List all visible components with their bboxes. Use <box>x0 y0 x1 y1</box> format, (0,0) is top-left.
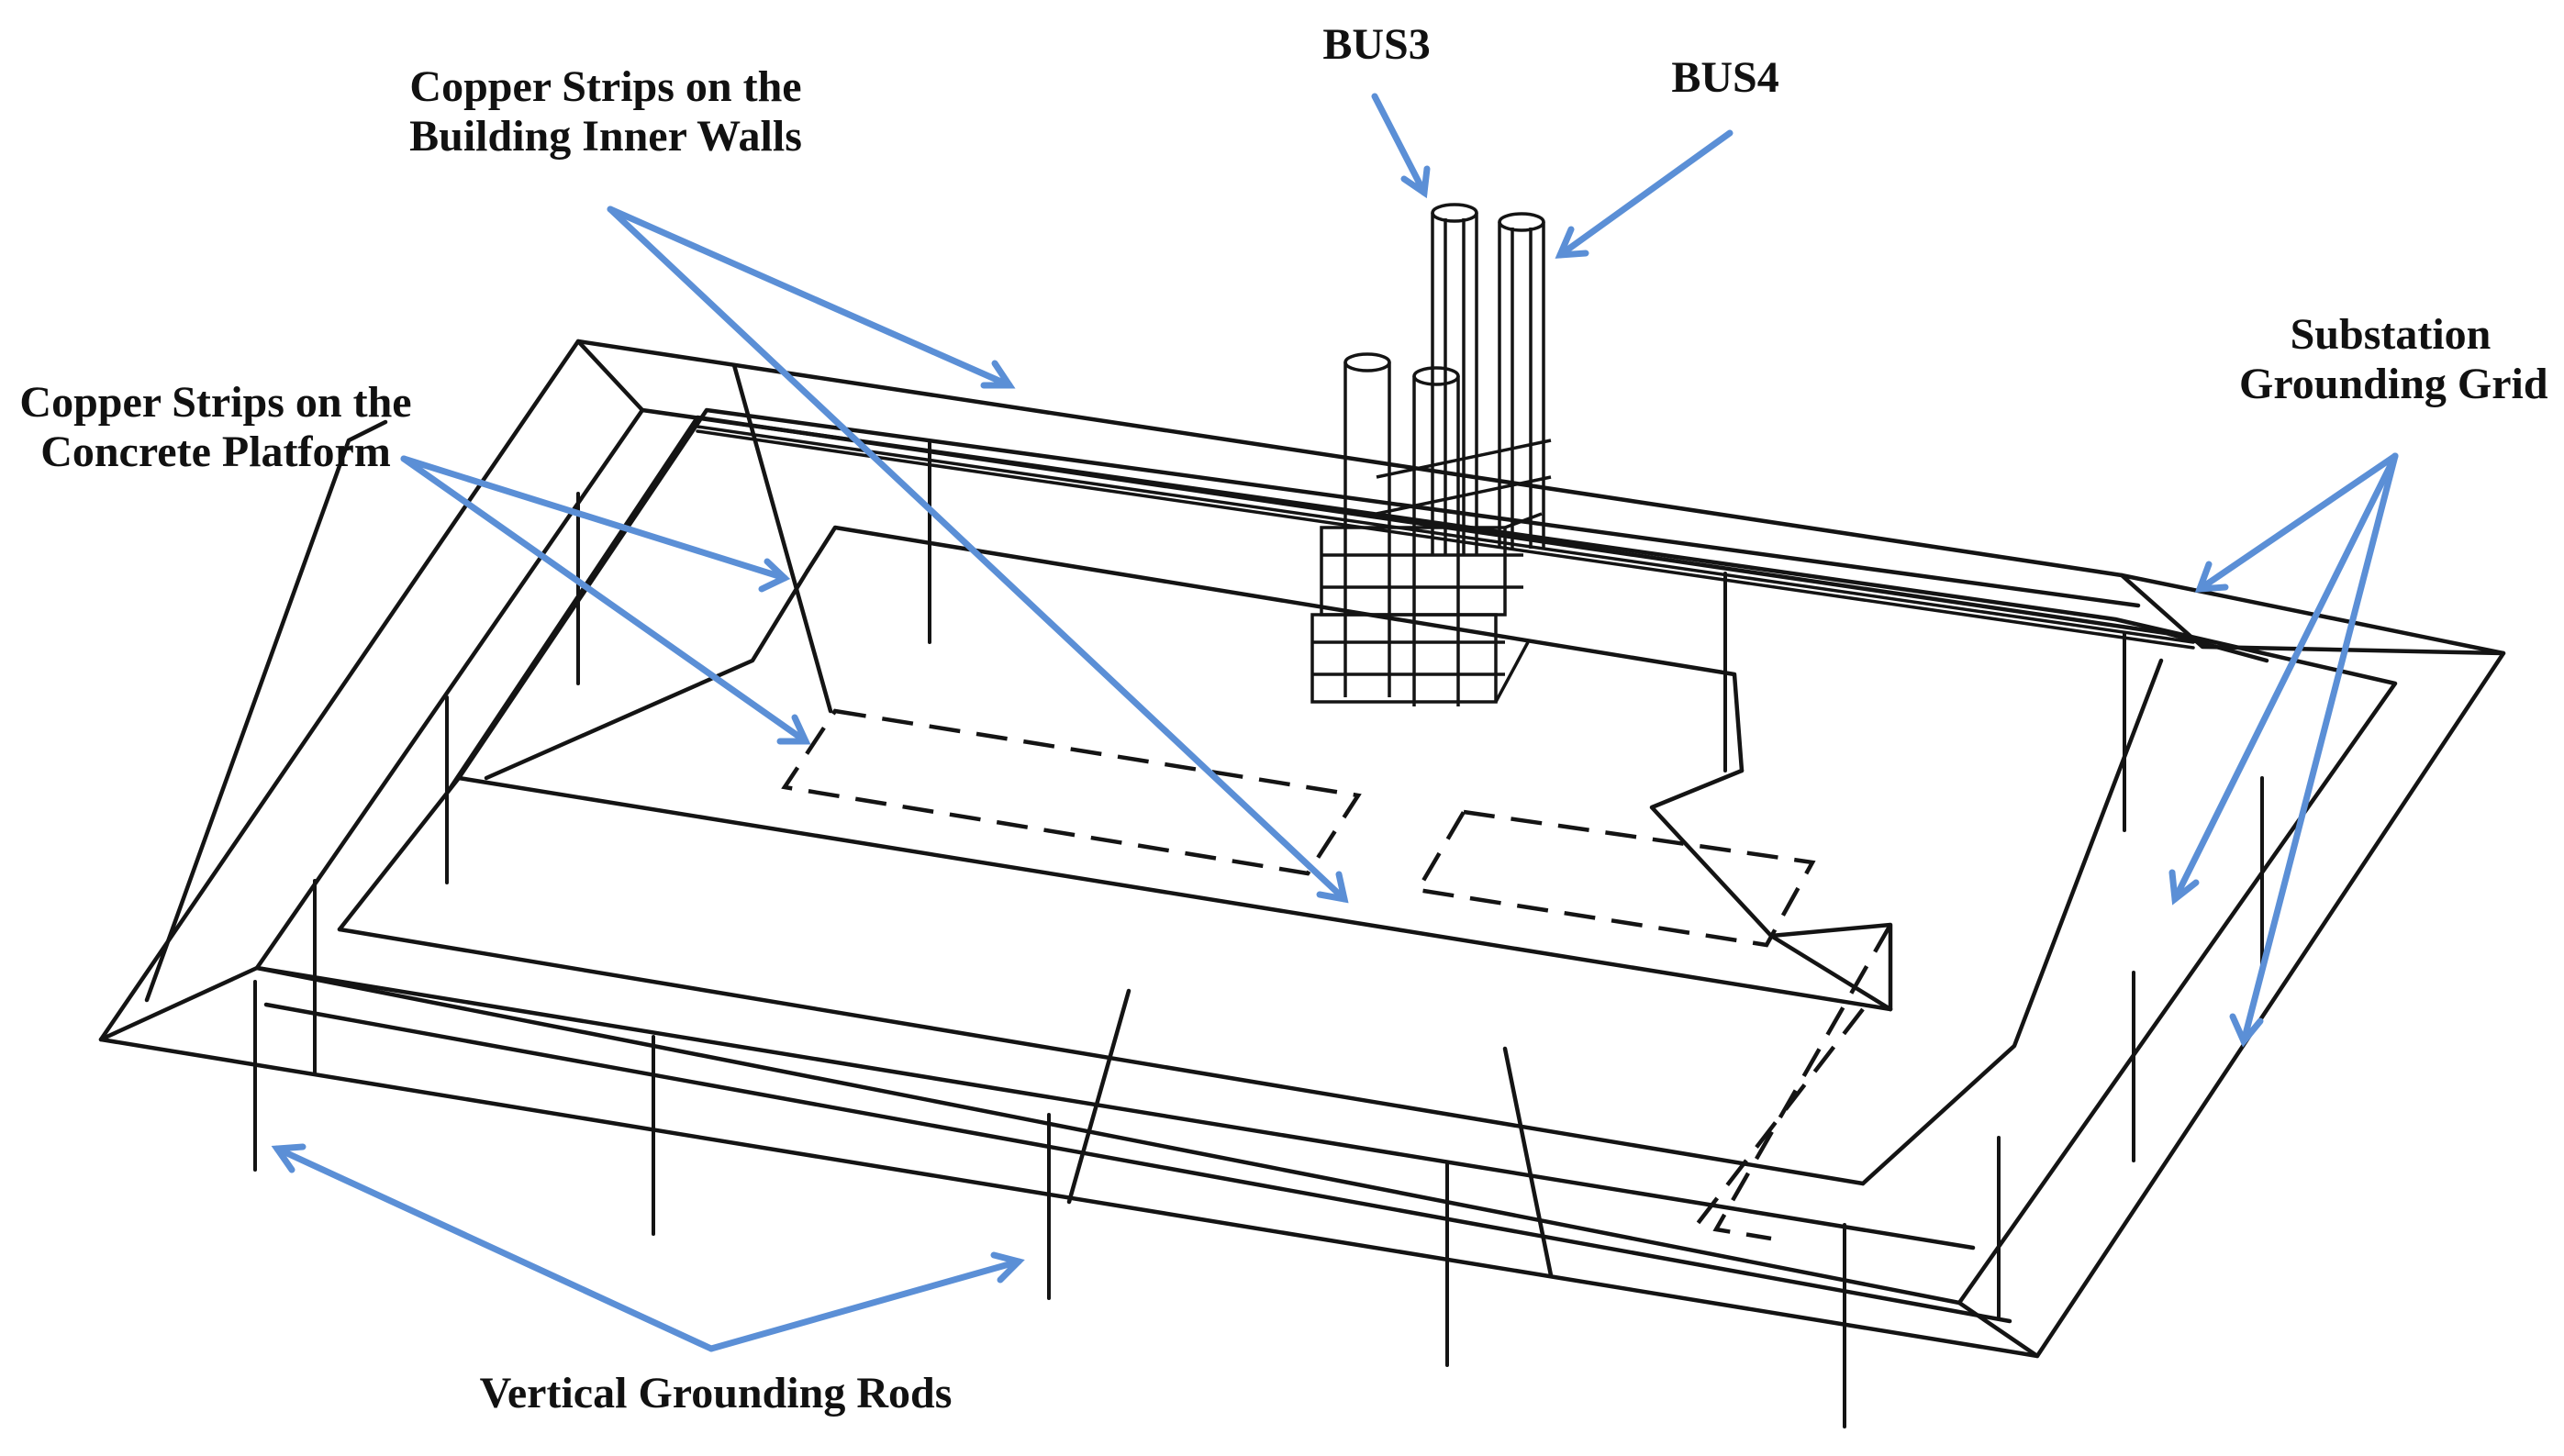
platform-label-line1: Copper Strips on the <box>19 378 412 427</box>
arrow-grid-middle <box>2168 452 2399 906</box>
arrow-rods-right <box>708 1251 1025 1352</box>
platform-label: Copper Strips on the Concrete Platform <box>9 378 422 477</box>
bus4-conductor <box>1498 212 1545 549</box>
bus4-label: BUS4 <box>1671 53 1779 102</box>
inner-walls-label-line1: Copper Strips on the <box>409 62 802 111</box>
grounding-grid-label-line2: Grounding Grid <box>2239 359 2548 408</box>
platform-label-line2: Concrete Platform <box>40 427 391 476</box>
arrow-platform-upper <box>400 455 791 593</box>
grid-cross-conductors <box>1066 988 1554 1278</box>
arrow-grid-bottom <box>2229 452 2399 1048</box>
arrow-bus4 <box>1555 129 1733 259</box>
bus-bars <box>1310 203 1552 706</box>
inner-walls-label: Copper Strips on the Building Inner Wall… <box>385 62 826 161</box>
arrow-grid-top <box>2194 452 2399 593</box>
grounding-grid-outline <box>98 339 2506 1359</box>
bus3-label: BUS3 <box>1322 20 1431 69</box>
annotation-arrows <box>271 93 2399 1352</box>
inner-walls-label-line2: Building Inner Walls <box>409 111 802 161</box>
arrow-inner-walls-right <box>607 206 1016 389</box>
grounding-grid-label-line1: Substation <box>2290 310 2492 359</box>
grounding-grid-label: Substation Grounding Grid <box>2239 310 2548 409</box>
inner-wall-strips <box>337 362 2269 1186</box>
arrow-bus3 <box>1371 93 1431 199</box>
arrow-platform-lower <box>400 455 811 745</box>
grounding-rods-label: Vertical Grounding Rods <box>479 1369 953 1417</box>
arrow-rods-left <box>271 1143 715 1352</box>
arrow-inner-walls-down <box>607 206 1349 904</box>
vertical-grounding-rods <box>253 441 2264 1428</box>
platform-copper-strips <box>781 708 1892 1241</box>
bus-lower-assembly <box>1310 352 1552 706</box>
